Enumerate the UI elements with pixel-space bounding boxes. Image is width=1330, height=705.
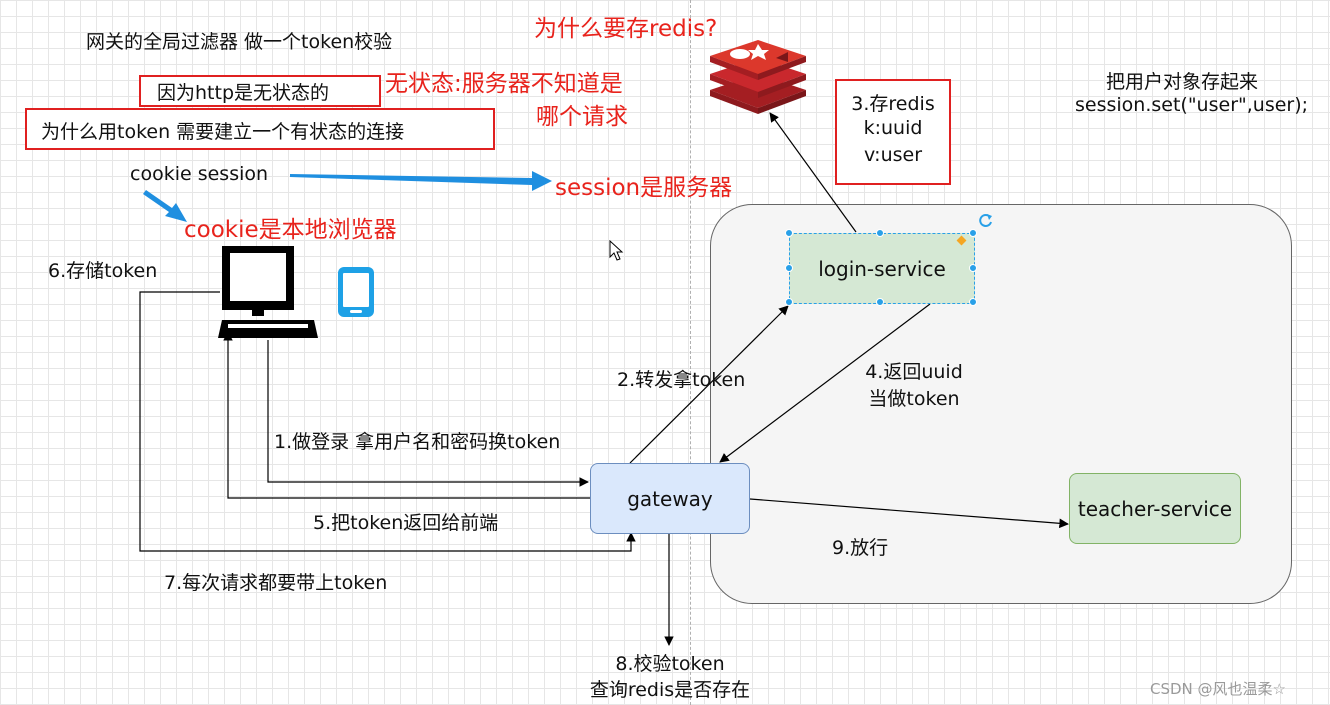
arrow-forward [629, 305, 789, 464]
redis-logo-icon [710, 40, 806, 114]
resize-handle-r[interactable] [969, 264, 977, 272]
resize-handle-l[interactable] [785, 264, 793, 272]
why-token-text: 为什么用token 需要建立一个有状态的连接 [41, 121, 405, 143]
resize-handle-tl[interactable] [785, 229, 793, 237]
teacher-service-node[interactable]: teacher-service [1069, 473, 1241, 544]
teacher-service-label: teacher-service [1077, 496, 1233, 521]
resize-handle-t[interactable] [876, 229, 884, 237]
cookie-session-text: cookie session [130, 163, 269, 185]
step9-label: 9.放行 [832, 537, 889, 559]
guide-line [690, 0, 691, 705]
step8-label-1: 8.校验token [615, 653, 725, 675]
arrow-login [267, 340, 589, 487]
why-token-box: 为什么用token 需要建立一个有状态的连接 [25, 108, 495, 150]
store-redis-line-1: 3.存redis [851, 93, 935, 115]
rotate-icon[interactable] [978, 212, 994, 228]
stateless-red-text-1: 无状态:服务器不知道是 [385, 71, 623, 97]
save-user-text-2: session.set("user",user); [1075, 94, 1309, 116]
cursor-icon [609, 240, 624, 261]
watermark: CSDN @风也温柔☆ [1150, 680, 1286, 698]
step2-label: 2.转发拿token [617, 369, 746, 391]
save-user-text-1: 把用户对象存起来 [1106, 71, 1259, 93]
step7-label: 7.每次请求都要带上token [164, 572, 388, 594]
step8-label-2: 查询redis是否存在 [589, 679, 751, 701]
arrow-return-uuid [719, 303, 931, 463]
login-service-node[interactable]: login-service [789, 233, 975, 304]
step1-label: 1.做登录 拿用户名和密码换token [274, 431, 561, 453]
step4-label-1: 4.返回uuid [865, 361, 963, 383]
http-stateless-box: 因为http是无状态的 [139, 75, 381, 107]
store-redis-line-2: k:uuid [863, 117, 923, 139]
step5-label: 5.把token返回给前端 [313, 512, 499, 534]
why-redis-text: 为什么要存redis? [534, 16, 718, 42]
http-stateless-text: 因为http是无状态的 [157, 82, 330, 104]
arrow-return-token [223, 331, 590, 499]
gateway-filter-text: 网关的全局过滤器 做一个token校验 [86, 31, 393, 53]
resize-handle-bl[interactable] [785, 298, 793, 306]
arrow-store-redis [769, 112, 857, 233]
login-service-label: login-service [818, 256, 946, 281]
resize-handle-br[interactable] [969, 298, 977, 306]
resize-handle-tr[interactable] [969, 229, 977, 237]
step4-label-2: 当做token [868, 388, 960, 410]
phone-icon [338, 267, 374, 317]
arrow-each-request [139, 291, 636, 552]
monitor-icon [218, 246, 318, 338]
arrow-pass [749, 498, 1069, 529]
resize-handle-b[interactable] [876, 298, 884, 306]
store-redis-box: 3.存redis k:uuid v:user [835, 79, 951, 185]
cookie-local-text: cookie是本地浏览器 [184, 217, 397, 243]
gateway-node[interactable]: gateway [590, 463, 750, 534]
blue-arrow-cookie [143, 190, 187, 222]
gateway-label: gateway [627, 486, 713, 511]
blue-arrow-session [290, 171, 552, 191]
stateless-red-text-2: 哪个请求 [536, 104, 628, 130]
step6-label: 6.存储token [48, 260, 158, 282]
store-redis-line-3: v:user [863, 144, 923, 166]
session-server-text: session是服务器 [555, 175, 733, 201]
